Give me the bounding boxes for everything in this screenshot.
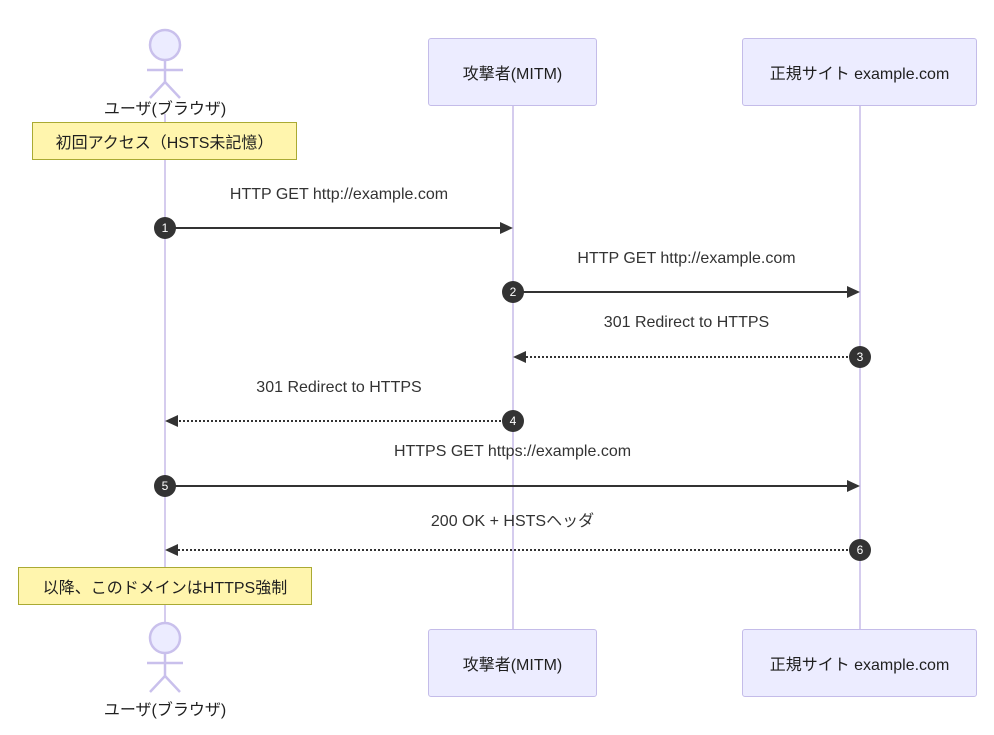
note-hsts-enforced: 以降、このドメインはHTTPS強制: [18, 567, 312, 605]
message-6-line: [175, 549, 860, 551]
message-3-label: 301 Redirect to HTTPS: [603, 314, 770, 331]
sequence-number-badge: 6: [849, 539, 871, 561]
sequence-number-badge: 5: [154, 475, 176, 497]
actor-label-user-top: ユーザ(ブラウザ): [103, 101, 227, 118]
sequence-number-badge: 4: [502, 410, 524, 432]
message-1-line: [165, 227, 503, 229]
message-2-label: HTTP GET http://example.com: [577, 250, 796, 267]
sequence-number-badge: 1: [154, 217, 176, 239]
note-first-access: 初回アクセス（HSTS未記憶）: [32, 122, 297, 160]
message-5-line: [165, 485, 850, 487]
message-4-label: 301 Redirect to HTTPS: [256, 379, 422, 396]
message-5-label: HTTPS GET https://example.com: [393, 443, 632, 460]
lifeline-user: [164, 114, 166, 626]
arrowhead-left-icon: [165, 415, 178, 427]
lifeline-attacker: [512, 106, 514, 629]
message-6-label: 200 OK + HSTSヘッダ: [430, 513, 595, 530]
actor-label-user-bottom: ユーザ(ブラウザ): [103, 702, 227, 719]
participant-box-site-top: 正規サイト example.com: [742, 38, 977, 106]
message-1-label: HTTP GET http://example.com: [229, 186, 449, 203]
arrowhead-right-icon: [847, 286, 860, 298]
participant-box-attacker-bottom: 攻撃者(MITM): [428, 629, 597, 697]
message-4-line: [175, 420, 513, 422]
arrowhead-right-icon: [500, 222, 513, 234]
actor-icon: [147, 28, 183, 99]
arrowhead-left-icon: [165, 544, 178, 556]
message-3-line: [523, 356, 860, 358]
message-2-line: [513, 291, 850, 293]
sequence-number-badge: 3: [849, 346, 871, 368]
arrowhead-right-icon: [847, 480, 860, 492]
arrowhead-left-icon: [513, 351, 526, 363]
actor-icon: [147, 621, 183, 693]
participant-box-attacker-top: 攻撃者(MITM): [428, 38, 597, 106]
sequence-number-badge: 2: [502, 281, 524, 303]
participant-box-site-bottom: 正規サイト example.com: [742, 629, 977, 697]
